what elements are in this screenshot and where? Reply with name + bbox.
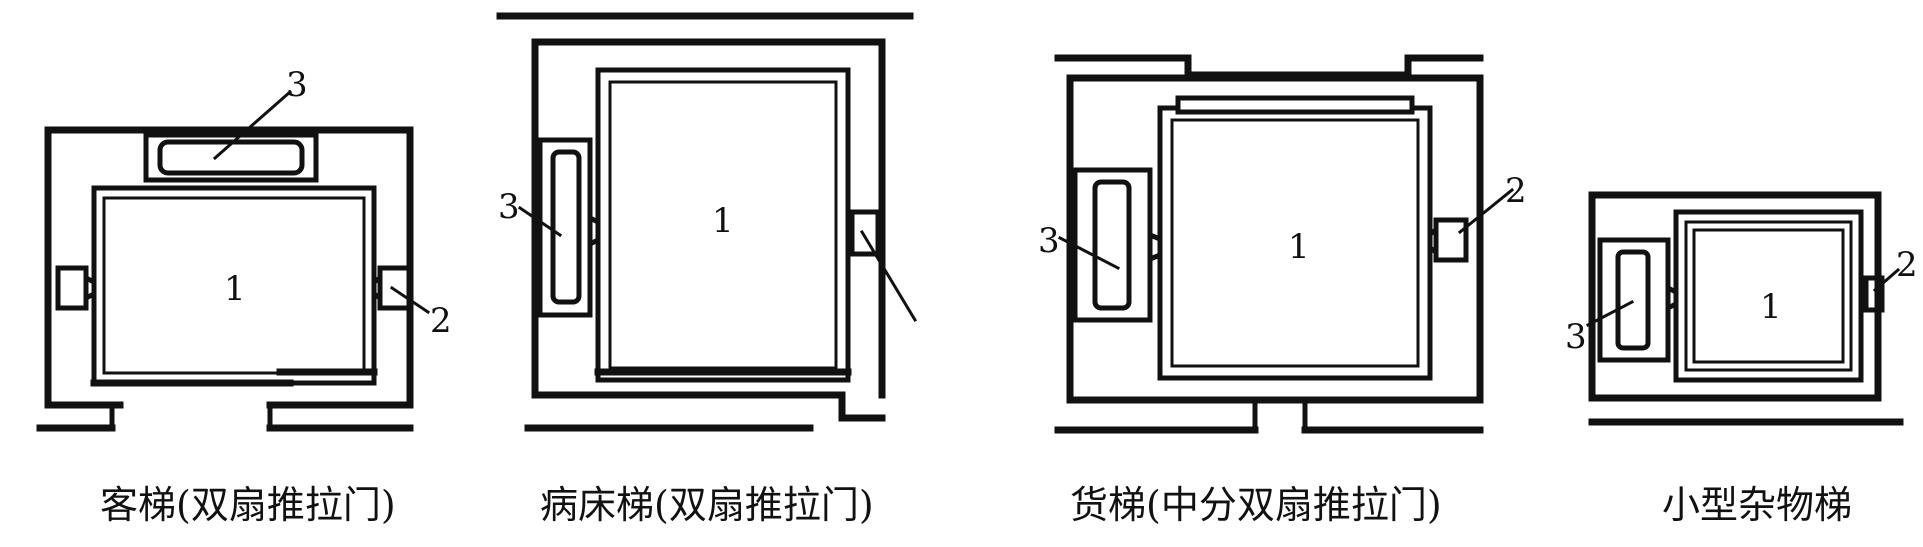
label-car: 1 [1760, 287, 1782, 327]
leader-line-3 [1057, 235, 1121, 271]
caption-hospital-bed-elevator: 病床梯(双扇推拉门) [540, 483, 874, 527]
leader-line-2 [389, 285, 431, 315]
counterweight [1072, 167, 1163, 323]
caption-dumbwaiter: 小型杂物梯 [1662, 483, 1852, 527]
leader-line-2 [1872, 267, 1901, 293]
hospital-bed-elevator-diagram: 1 3 病床梯(双扇推拉门) [496, 12, 918, 527]
label-guide-rail: 2 [430, 301, 452, 341]
counterweight [143, 132, 319, 183]
caption-passenger-elevator: 客梯(双扇推拉门) [100, 483, 396, 527]
label-counterweight: 3 [1565, 317, 1587, 357]
label-door: 2 [1896, 245, 1918, 285]
guide-rail-right [845, 209, 881, 257]
shaft-wall [1054, 54, 1484, 434]
freight-elevator-diagram: 1 3 2 货梯(中分双扇推拉门) [1038, 54, 1527, 527]
leader-line-2 [1457, 187, 1515, 235]
label-counterweight: 3 [286, 65, 308, 105]
guide-rail-right [1427, 217, 1469, 263]
label-car: 1 [1288, 227, 1310, 267]
leader-line-3 [517, 205, 563, 238]
car [90, 185, 378, 387]
leader-line-3 [212, 89, 293, 161]
guide-rail-right [1863, 275, 1885, 313]
passenger-elevator-diagram: 1 3 2 客梯(双扇推拉门) [36, 65, 452, 527]
label-counterweight: 3 [498, 187, 520, 227]
dumbwaiter-diagram: 1 3 2 小型杂物梯 [1565, 191, 1918, 527]
caption-freight-elevator: 货梯(中分双扇推拉门) [1070, 483, 1442, 527]
guide-rail-left [55, 265, 97, 311]
leader-line-2 [859, 229, 918, 323]
label-car: 1 [224, 269, 246, 309]
leader-line-3 [1585, 299, 1635, 328]
shaft-wall [1588, 191, 1904, 426]
counterweight [537, 137, 601, 318]
label-counterweight: 3 [1038, 221, 1060, 261]
label-door: 2 [1505, 171, 1527, 211]
guide-rail-right [371, 265, 413, 311]
label-car: 1 [712, 201, 734, 241]
counterweight [1597, 237, 1679, 363]
